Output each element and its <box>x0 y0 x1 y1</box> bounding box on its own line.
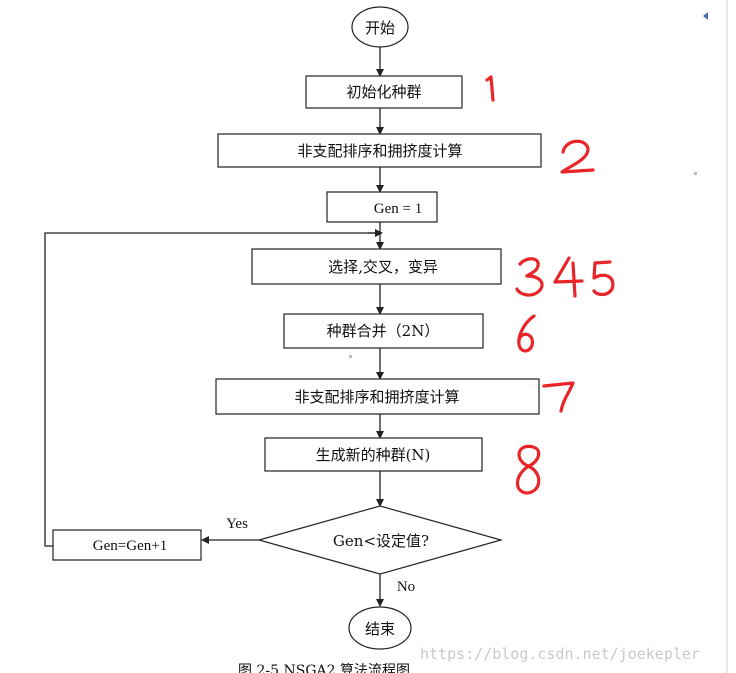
no-label: No <box>397 579 415 595</box>
init-population-label: 初始化种群 <box>346 83 421 101</box>
nondominated-sort-label-1: 非支配排序和拥挤度计算 <box>297 142 462 160</box>
genetic-operators-label: 选择,交叉，变异 <box>328 258 438 276</box>
new-population-label: 生成新的种群(N) <box>316 446 431 464</box>
decision-diamond: Gen<设定值? <box>256 505 504 575</box>
increment-gen-label: Gen=Gen+1 <box>93 538 167 554</box>
nondominated-sort-box-1: 非支配排序和拥挤度计算 <box>217 133 542 168</box>
page-edge <box>349 0 728 673</box>
note-7 <box>542 381 575 413</box>
note-345 <box>515 256 615 298</box>
note-8 <box>515 444 541 495</box>
figure-caption: 图 2-5 NSGA2 算法流程图 <box>238 663 410 673</box>
gen-init-label: Gen = 1 <box>374 201 422 217</box>
nondominated-sort-box-2: 非支配排序和拥挤度计算 <box>215 378 540 415</box>
genetic-operators-box: 选择,交叉，变异 <box>251 248 502 285</box>
merge-population-box: 种群合并（2N） <box>283 313 484 349</box>
init-population-box: 初始化种群 <box>305 75 463 109</box>
handwritten-annotations <box>485 75 615 495</box>
end-label: 结束 <box>365 620 395 638</box>
new-population-box: 生成新的种群(N) <box>264 437 483 472</box>
gen-init-box: Gen = 1 <box>326 191 438 223</box>
note-2 <box>560 139 595 174</box>
loop-back-line <box>44 232 380 547</box>
nondominated-sort-label-2: 非支配排序和拥挤度计算 <box>294 388 459 406</box>
note-1 <box>485 75 495 102</box>
watermark: https://blog.csdn.net/joekepler <box>420 645 700 663</box>
decision-label: Gen<设定值? <box>333 532 429 550</box>
increment-gen-box: Gen=Gen+1 <box>52 529 202 561</box>
start-node: 开始 <box>351 6 409 48</box>
note-6 <box>517 314 536 353</box>
yes-label: Yes <box>226 516 248 532</box>
start-label: 开始 <box>365 19 395 37</box>
end-node: 结束 <box>348 606 412 650</box>
merge-population-label: 种群合并（2N） <box>327 322 440 340</box>
